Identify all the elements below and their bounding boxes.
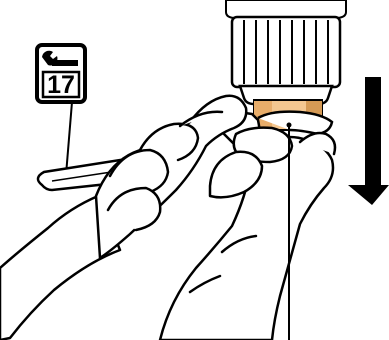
badge-leader-line: [65, 101, 73, 176]
threaded-housing: [225, 0, 347, 106]
badge-number-box: [41, 70, 81, 99]
knurled-cap: [230, 15, 342, 89]
wrench-icon: [42, 50, 78, 66]
left-hand: [0, 94, 248, 340]
knurl-ridges: [243, 20, 329, 84]
down-arrow-icon: [348, 77, 389, 205]
wrench-size-badge: 17: [35, 43, 87, 104]
wrench-size-label: 17: [47, 71, 75, 99]
nut-callout: [286, 122, 292, 340]
